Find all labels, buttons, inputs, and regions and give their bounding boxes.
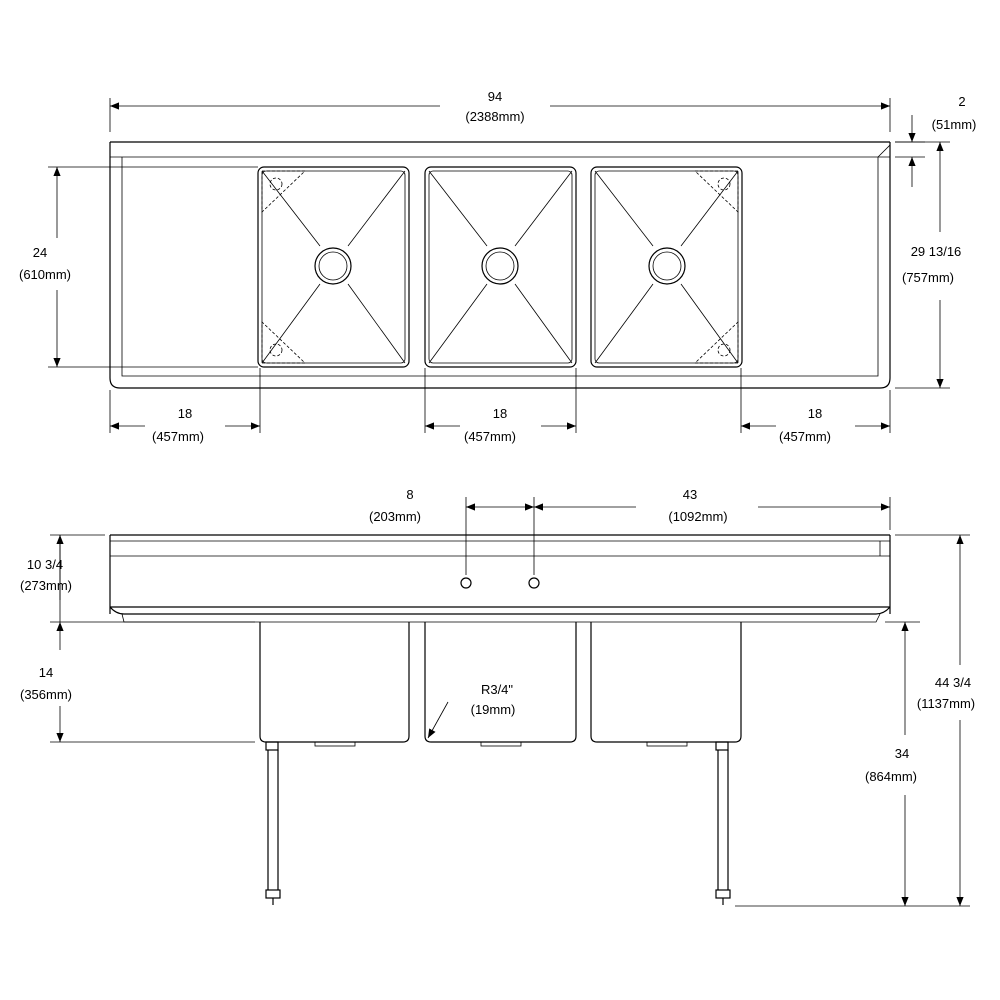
- dim-overall-depth-metric: (757mm): [902, 270, 954, 285]
- dim-bowl-depth-value: 14: [39, 665, 53, 680]
- front-view: 8 (203mm) 43 (1092mm) 10 3/4 (273mm) 14: [20, 487, 975, 907]
- dim-faucet-spacing: 8 (203mm): [369, 487, 535, 575]
- bowl-center-front: [424, 622, 577, 747]
- dim-bowl-width-metric: (457mm): [464, 429, 516, 444]
- dim-backsplash-top-value: 2: [958, 94, 965, 109]
- dim-overall-length: 94 (2388mm): [109, 89, 891, 132]
- dim-faucet-to-end-value: 43: [683, 487, 697, 502]
- dim-bowl-front-back-metric: (610mm): [19, 267, 71, 282]
- bowl-left-front: [259, 622, 410, 905]
- dim-work-height-value: 34: [895, 746, 909, 761]
- dim-backsplash-height: 10 3/4 (273mm): [20, 534, 255, 623]
- dim-overall-length-metric: (2388mm): [465, 109, 524, 124]
- dim-corner-radius-metric: (19mm): [471, 702, 516, 717]
- dim-right-drainboard: 18 (457mm): [740, 368, 891, 444]
- dim-backsplash-top-metric: (51mm): [932, 117, 977, 132]
- dim-backsplash-height-metric: (273mm): [20, 578, 72, 593]
- dim-bowl-front-back-value: 24: [33, 245, 47, 260]
- dim-overall-depth: 29 13/16 (757mm): [895, 141, 962, 389]
- dim-bowl-depth: 14 (356mm): [20, 622, 255, 743]
- dim-right-drainboard-value: 18: [808, 406, 822, 421]
- dim-faucet-to-end-metric: (1092mm): [668, 509, 727, 524]
- dim-bowl-depth-metric: (356mm): [20, 687, 72, 702]
- dim-overall-height: 44 3/4 (1137mm): [895, 534, 975, 906]
- dim-bowl-front-back: 24 (610mm): [19, 166, 258, 368]
- dim-bowl-width: 18 (457mm): [424, 368, 577, 444]
- faucet-hole-left: [460, 577, 472, 589]
- dim-corner-radius: R3/4" (19mm): [427, 682, 516, 739]
- bowl-center-plan: [424, 166, 577, 368]
- dim-overall-height-value: 44 3/4: [935, 675, 971, 690]
- dim-left-drainboard-metric: (457mm): [152, 429, 204, 444]
- bowl-right-front: [590, 622, 742, 905]
- dim-faucet-spacing-metric: (203mm): [369, 509, 421, 524]
- bowl-left-plan: [257, 166, 410, 368]
- dim-right-drainboard-metric: (457mm): [779, 429, 831, 444]
- dim-work-height: 34 (864mm): [735, 621, 970, 907]
- dim-overall-depth-value: 29 13/16: [911, 244, 962, 259]
- dim-work-height-metric: (864mm): [865, 769, 917, 784]
- dim-overall-height-metric: (1137mm): [917, 696, 975, 711]
- dim-faucet-spacing-value: 8: [406, 487, 413, 502]
- dim-backsplash-top: 2 (51mm): [895, 94, 976, 187]
- dim-left-drainboard: 18 (457mm): [109, 368, 261, 444]
- plan-view: 94 (2388mm) 2 (51mm) 29 13/16 (757mm): [19, 89, 976, 444]
- dim-backsplash-height-value: 10 3/4: [27, 557, 63, 572]
- bowl-right-plan: [590, 166, 743, 368]
- dim-faucet-to-end: 43 (1092mm): [534, 487, 891, 530]
- dim-left-drainboard-value: 18: [178, 406, 192, 421]
- dim-overall-length-value: 94: [488, 89, 502, 104]
- faucet-hole-right: [528, 577, 540, 589]
- dim-corner-radius-value: R3/4": [481, 682, 513, 697]
- dim-bowl-width-value: 18: [493, 406, 507, 421]
